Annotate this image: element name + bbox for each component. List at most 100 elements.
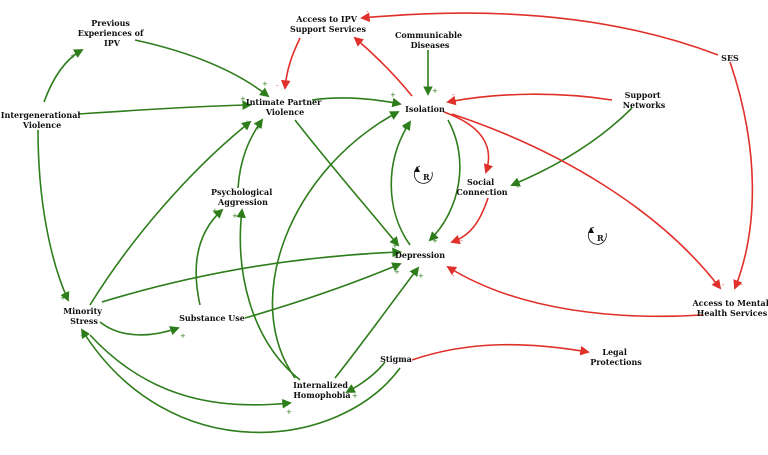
link-substance-use-to-depression bbox=[244, 262, 402, 319]
node-line: Access to IPV bbox=[295, 14, 357, 24]
sign-minus: - bbox=[276, 82, 279, 90]
sign-plus: + bbox=[180, 332, 186, 340]
sign-minus: - bbox=[740, 281, 743, 289]
link-access-mental-to-depression bbox=[446, 265, 703, 318]
node-communicable: Communicable Diseases bbox=[395, 30, 465, 50]
sign-plus: + bbox=[262, 80, 268, 88]
link-intergenerational-to-previous-ipv bbox=[43, 49, 84, 103]
loop-marker-2: R bbox=[587, 226, 607, 245]
node-psych-aggression: Psychological Aggression bbox=[211, 187, 275, 207]
sign-minus: - bbox=[366, 8, 369, 16]
link-support-networks-to-isolation bbox=[446, 93, 613, 106]
positive-links bbox=[37, 39, 633, 434]
link-isolation-to-social-connection bbox=[443, 111, 493, 174]
node-stigma: Stigma bbox=[380, 354, 412, 364]
node-social-connection: Social Connection bbox=[456, 177, 507, 197]
link-ses-to-access-ipv bbox=[360, 12, 719, 56]
sign-plus: + bbox=[394, 268, 400, 276]
link-isolation-to-depression bbox=[428, 119, 461, 242]
node-isolation: Isolation bbox=[405, 104, 445, 114]
sign-plus: + bbox=[212, 207, 218, 215]
node-line: Violence bbox=[22, 120, 61, 130]
node-access-mental: Access to Mental Health Services bbox=[691, 298, 768, 318]
sign-plus: + bbox=[240, 95, 246, 103]
link-depression-to-isolation bbox=[390, 120, 412, 246]
sign-plus: + bbox=[352, 392, 358, 400]
node-line: Intimate Partner bbox=[246, 97, 322, 107]
loop-arrow-2 bbox=[588, 227, 594, 233]
sign-minus: - bbox=[452, 272, 455, 280]
sign-plus: + bbox=[232, 212, 238, 220]
link-intergenerational-to-minority-stress bbox=[37, 129, 70, 302]
link-stigma-to-minority-stress bbox=[80, 328, 401, 434]
node-support-networks: Support Networks bbox=[623, 90, 666, 110]
sign-minus: - bbox=[452, 91, 455, 99]
link-substance-use-to-psych-aggression bbox=[195, 208, 224, 306]
node-line: Depression bbox=[395, 250, 445, 260]
link-psych-aggression-to-ipv bbox=[237, 118, 264, 189]
link-isolation-to-access-ipv bbox=[353, 36, 413, 97]
sign-plus: + bbox=[60, 294, 66, 302]
link-previous-ipv-to-ipv bbox=[134, 39, 270, 98]
node-line: Previous bbox=[91, 18, 130, 28]
link-intergenerational-to-ipv bbox=[77, 100, 252, 115]
node-line: Internalized bbox=[293, 380, 348, 390]
sign-plus: + bbox=[244, 119, 250, 127]
node-line: Minority bbox=[63, 306, 102, 316]
node-line: Experiences of bbox=[78, 28, 144, 38]
node-line: Support Services bbox=[290, 24, 367, 34]
link-minority-stress-to-homophobia bbox=[89, 334, 292, 409]
sign-plus: + bbox=[515, 182, 521, 190]
node-access-ipv: Access to IPV Support Services bbox=[290, 14, 367, 34]
node-line: Legal bbox=[602, 347, 627, 357]
link-homophobia-to-isolation bbox=[271, 111, 400, 379]
node-line: Aggression bbox=[217, 197, 268, 207]
node-depression: Depression bbox=[395, 250, 445, 260]
sign-plus: + bbox=[80, 332, 86, 340]
link-access-ipv-to-ipv bbox=[280, 37, 301, 90]
node-line: Social bbox=[467, 177, 494, 187]
link-homophobia-to-psych-aggression bbox=[236, 208, 301, 381]
sign-plus: + bbox=[390, 91, 396, 99]
node-line: Communicable bbox=[395, 30, 462, 40]
node-line: IPV bbox=[104, 38, 121, 48]
link-social-connection-to-depression bbox=[450, 197, 489, 245]
loop-label-1: R bbox=[423, 172, 430, 182]
link-ses-to-access-mental bbox=[729, 61, 754, 290]
sign-minus: - bbox=[488, 164, 491, 172]
node-line: Psychological bbox=[211, 187, 272, 197]
node-line: Isolation bbox=[405, 104, 445, 114]
node-line: Protections bbox=[590, 357, 642, 367]
node-line: Health Services bbox=[697, 308, 768, 318]
node-previous-ipv: Previous Experiences of IPV bbox=[78, 18, 147, 48]
link-support-networks-to-social-connection bbox=[510, 107, 633, 187]
sign-plus: + bbox=[392, 252, 398, 260]
node-minority-stress: Minority Stress bbox=[63, 306, 104, 326]
sign-plus: + bbox=[432, 87, 438, 95]
node-line: Connection bbox=[456, 187, 507, 197]
sign-plus: + bbox=[418, 272, 424, 280]
sign-minus: - bbox=[460, 237, 463, 245]
node-legal-protections: Legal Protections bbox=[590, 347, 642, 367]
node-line: Violence bbox=[265, 107, 304, 117]
sign-minus: - bbox=[358, 26, 361, 34]
link-ipv-to-isolation bbox=[311, 97, 402, 108]
sign-minus: - bbox=[722, 281, 725, 289]
link-minority-stress-to-substance-use bbox=[99, 321, 180, 336]
link-minority-stress-to-depression bbox=[101, 247, 402, 303]
sign-plus: + bbox=[432, 237, 438, 245]
node-line: Support bbox=[625, 90, 661, 100]
sign-minus: - bbox=[580, 344, 583, 352]
node-intergenerational: Intergenerational Violence bbox=[1, 110, 83, 130]
loop-label-2: R bbox=[597, 233, 604, 243]
node-line: Stress bbox=[70, 316, 98, 326]
negative-links bbox=[280, 12, 754, 361]
sign-plus: + bbox=[392, 242, 398, 250]
node-line: Access to Mental bbox=[691, 298, 768, 308]
polarity-signs: + + + + + + + + + + + + + + + + + + + + … bbox=[60, 8, 743, 416]
node-line: Intergenerational bbox=[1, 110, 81, 120]
node-line: SES bbox=[721, 53, 739, 63]
node-internalized-homophobia: Internalized Homophobia bbox=[293, 380, 351, 400]
sign-plus: + bbox=[70, 52, 76, 60]
